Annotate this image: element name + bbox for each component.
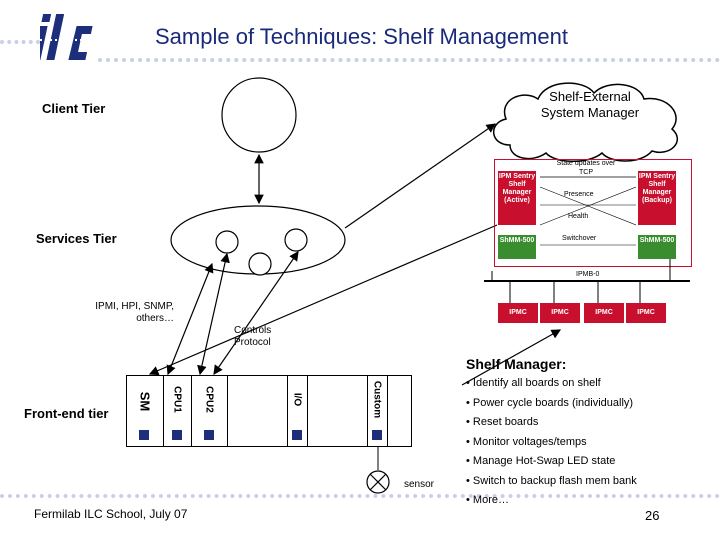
slot-cpu2-led <box>204 430 214 440</box>
ilc-logo <box>40 14 98 60</box>
slot-sm: SM <box>127 376 164 446</box>
switchover-label: Switchover <box>562 235 597 242</box>
front-end-tier-label: Front-end tier <box>24 406 109 421</box>
shelf-manager-item: • Manage Hot-Swap LED state <box>466 455 616 467</box>
backup-manager-box: IPM Sentry Shelf Manager (Backup) <box>638 171 676 225</box>
presence-label: Presence <box>564 191 594 198</box>
service-circle-3 <box>284 228 308 252</box>
service-circle-2 <box>248 252 272 276</box>
shelf-system-border <box>494 159 692 267</box>
slot-label-sm: SM <box>137 391 153 412</box>
footer-text: Fermilab ILC School, July 07 <box>34 507 188 521</box>
shelf-manager-heading: Shelf Manager: <box>466 356 567 372</box>
slot-empty-2 <box>307 376 368 446</box>
sensor-label: sensor <box>404 479 435 490</box>
slot-label-cpu1: CPU1 <box>171 386 183 413</box>
shelf-manager-item: • Power cycle boards (individually) <box>466 396 634 409</box>
services-tier-label: Services Tier <box>36 231 117 246</box>
top-dotted-line-left <box>0 40 40 44</box>
slide-title: Sample of Techniques: Shelf Management <box>155 24 568 49</box>
shmm-right-box: ShMM-500 <box>638 235 676 259</box>
shelf-manager-item: • More… <box>466 494 509 506</box>
state-updates-label: State updates over TCP <box>556 160 616 176</box>
slot-cpu1-led <box>172 430 182 440</box>
shelf-manager-item: • Reset boards <box>466 416 539 428</box>
service-circle-1 <box>215 230 239 254</box>
slot-io: I/O <box>287 376 308 446</box>
slot-cpu1: CPU1 <box>163 376 192 446</box>
slot-label-custom: Custom <box>371 380 383 419</box>
health-label: Health <box>568 213 589 220</box>
cloud-text: Shelf-External System Manager <box>540 89 640 120</box>
protocols-label: IPMI, HPI, SNMP, others… <box>95 301 174 324</box>
footer-dotted-line <box>0 494 720 498</box>
cloud-shape <box>493 82 679 162</box>
shelf-manager-item: • Identify all boards on shelf <box>466 377 601 389</box>
client-tier-label: Client Tier <box>42 101 106 116</box>
ipmc-3: IPMC <box>584 303 624 323</box>
page-number: 26 <box>645 508 660 523</box>
shelf-manager-item: • Monitor voltages/temps <box>466 435 587 448</box>
ipmc-2: IPMC <box>540 303 580 323</box>
active-manager-box: IPM Sentry Shelf Manager (Active) <box>498 171 536 225</box>
shelf-manager-diagram: Shelf-External System Manager State upda… <box>480 75 692 335</box>
slot-label-cpu2: CPU2 <box>203 386 215 413</box>
shelf-manager-item: • Switch to backup flash mem bank <box>466 474 637 487</box>
manager-links <box>484 176 690 303</box>
slot-io-led <box>292 430 302 440</box>
slot-custom: Custom <box>367 376 388 446</box>
shelf-chassis: SM CPU1 CPU2 I/O Custom <box>126 375 412 447</box>
slot-sm-led <box>139 430 149 440</box>
ipmc-4: IPMC <box>626 303 666 323</box>
ipmc-1: IPMC <box>498 303 538 323</box>
shmm-left-box: ShMM-500 <box>498 235 536 259</box>
ipmb-label: IPMB-0 <box>576 271 600 278</box>
slot-empty-1 <box>227 376 288 446</box>
slot-cpu2: CPU2 <box>191 376 228 446</box>
shelf-manager-description: Shelf Manager: • Identify all boards on … <box>466 354 718 511</box>
client-node <box>221 77 297 153</box>
header-dotted-line <box>98 58 720 62</box>
slot-label-io: I/O <box>291 392 303 407</box>
slot-custom-led <box>372 430 382 440</box>
